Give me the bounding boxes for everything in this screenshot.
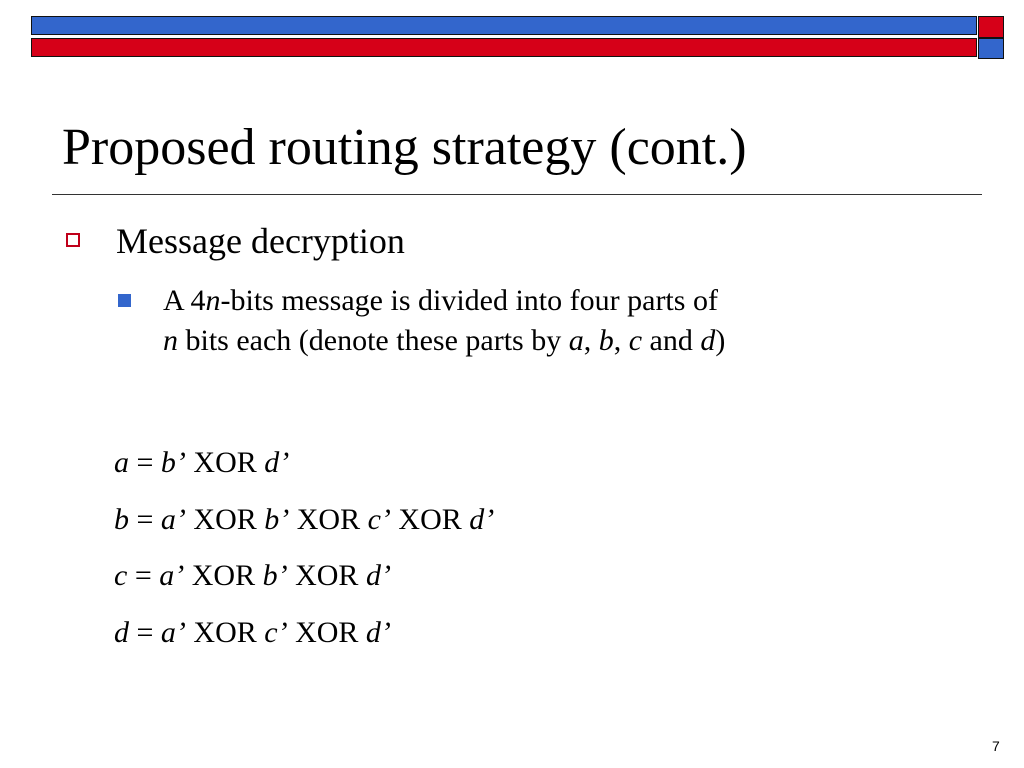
sub-bullet-text: A 4n-bits message is divided into four p… bbox=[163, 281, 963, 361]
eq-equals: = bbox=[129, 616, 161, 649]
close-paren: ) bbox=[715, 324, 726, 357]
var-a: a bbox=[568, 324, 584, 357]
header-band-red bbox=[31, 38, 977, 57]
separator: , bbox=[583, 324, 599, 357]
var-c: c bbox=[628, 324, 643, 357]
eq-equals: = bbox=[127, 559, 160, 592]
filled-square-bullet-icon bbox=[118, 294, 131, 307]
eq-op: XOR bbox=[390, 503, 470, 536]
eq-term: a’ bbox=[160, 616, 186, 649]
eq-op: XOR bbox=[289, 503, 368, 536]
eq-equals: = bbox=[129, 503, 161, 536]
eq-term: a’ bbox=[160, 503, 186, 536]
eq-lhs: d bbox=[114, 616, 129, 649]
eq-op: XOR bbox=[287, 559, 366, 592]
header-square-blue bbox=[978, 38, 1004, 59]
equation-d: d = a’ XOR c’ XOR d’ bbox=[114, 615, 391, 651]
text-and: and bbox=[642, 324, 701, 357]
var-d: d bbox=[700, 324, 716, 357]
eq-term: c’ bbox=[367, 503, 391, 536]
eq-op: XOR bbox=[185, 446, 265, 479]
eq-lhs: b bbox=[114, 503, 129, 536]
title-divider bbox=[52, 194, 982, 195]
eq-term: a’ bbox=[159, 559, 185, 592]
text-bits-message: -bits message is divided into four parts… bbox=[220, 284, 718, 317]
eq-term: c’ bbox=[264, 616, 288, 649]
eq-op: XOR bbox=[185, 616, 265, 649]
slide-title: Proposed routing strategy (cont.) bbox=[62, 119, 747, 176]
var-n: n bbox=[163, 324, 178, 357]
eq-equals: = bbox=[129, 446, 161, 479]
header-square-red bbox=[978, 16, 1004, 38]
text-bits-each: bits each (denote these parts by bbox=[178, 324, 569, 357]
sub-bullet-line-1: A 4n-bits message is divided into four p… bbox=[163, 281, 963, 321]
separator: , bbox=[613, 324, 629, 357]
eq-op: XOR bbox=[185, 503, 265, 536]
var-n: n bbox=[205, 284, 221, 317]
eq-lhs: c bbox=[114, 559, 128, 592]
equation-b: b = a’ XOR b’ XOR c’ XOR d’ bbox=[114, 502, 494, 538]
hollow-square-bullet-icon bbox=[66, 233, 80, 247]
eq-term: d’ bbox=[264, 446, 290, 479]
eq-term: b’ bbox=[160, 446, 186, 479]
eq-term: d’ bbox=[365, 616, 391, 649]
eq-term: b’ bbox=[264, 503, 290, 536]
eq-op: XOR bbox=[184, 559, 263, 592]
sub-bullet-line-2: n bits each (denote these parts by a, b,… bbox=[163, 321, 963, 361]
eq-op: XOR bbox=[287, 616, 366, 649]
eq-term: d’ bbox=[469, 503, 495, 536]
header-band-blue bbox=[31, 16, 977, 35]
var-b: b bbox=[598, 324, 614, 357]
eq-term: d’ bbox=[365, 559, 391, 592]
eq-lhs: a bbox=[114, 446, 129, 479]
text-a-4: A 4 bbox=[163, 284, 206, 317]
equation-a: a = b’ XOR d’ bbox=[114, 445, 289, 481]
equation-c: c = a’ XOR b’ XOR d’ bbox=[114, 558, 391, 594]
page-number: 7 bbox=[992, 738, 1000, 754]
eq-term: b’ bbox=[262, 559, 288, 592]
bullet-message-decryption: Message decryption bbox=[116, 221, 405, 261]
